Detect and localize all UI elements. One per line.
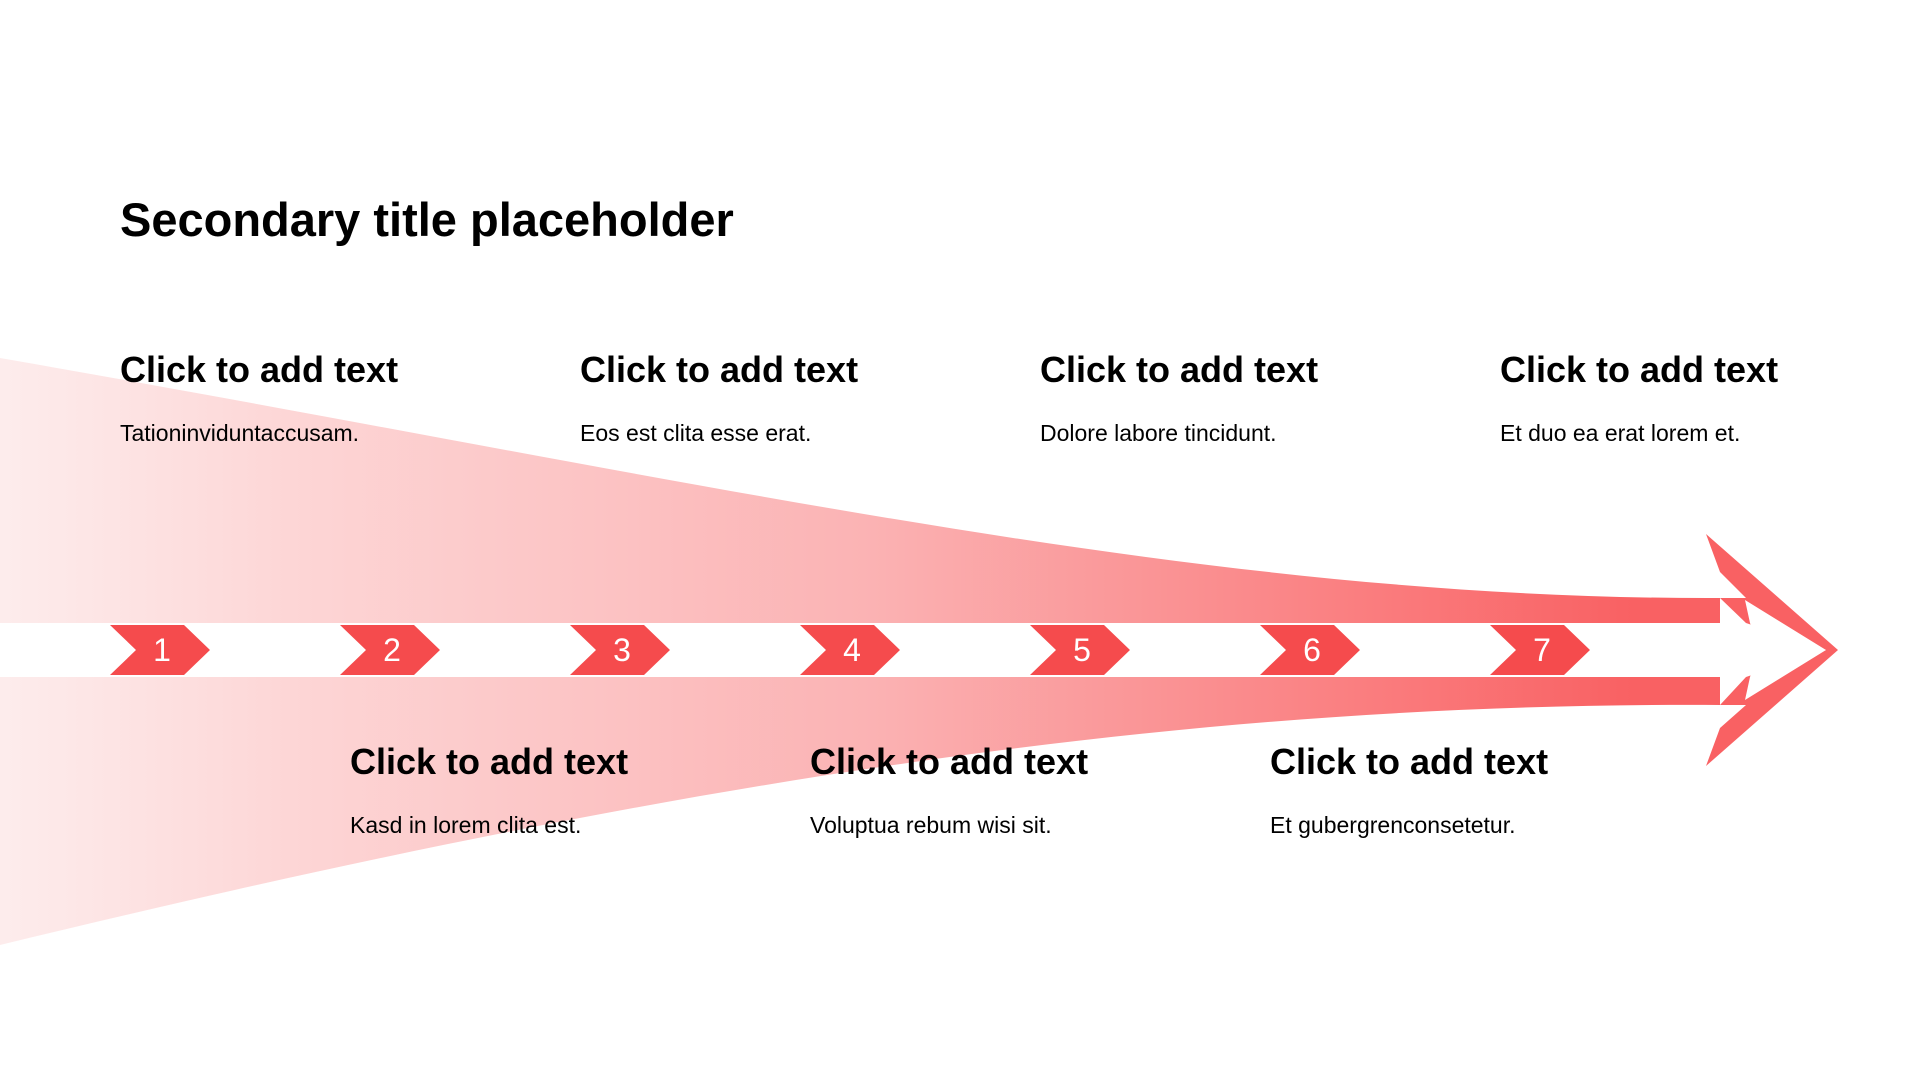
card-body[interactable]: Voluptua rebum wisi sit.: [810, 812, 1052, 838]
arrow-head: [1706, 534, 1838, 766]
card-body[interactable]: Et duo ea erat lorem et.: [1500, 420, 1741, 446]
card-heading[interactable]: Click to add text: [350, 741, 629, 782]
step-chevron-6: [1260, 625, 1360, 675]
step-number-1: 1: [153, 632, 171, 668]
step-number-4: 4: [843, 632, 861, 668]
top-card-4[interactable]: Click to add text Et duo ea erat lorem e…: [1500, 348, 1920, 448]
top-card-2[interactable]: Click to add text Eos est clita esse era…: [580, 348, 1020, 448]
step-chevron-4: [800, 625, 900, 675]
arrow-lower-band: [0, 677, 1720, 945]
step-chevron-5: [1030, 625, 1130, 675]
card-heading[interactable]: Click to add text: [580, 349, 859, 390]
card-body[interactable]: Dolore labore tincidunt.: [1040, 420, 1277, 446]
step-chevron-2: [340, 625, 440, 675]
step-number-2: 2: [383, 632, 401, 668]
step-number-7: 7: [1533, 632, 1551, 668]
step-number-6: 6: [1303, 632, 1321, 668]
step-number-5: 5: [1073, 632, 1091, 668]
arrow-head-inner-cut: [1745, 600, 1826, 700]
top-card-1[interactable]: Click to add text Tationinviduntaccusam.: [120, 348, 560, 448]
step-number-3: 3: [613, 632, 631, 668]
top-card-3[interactable]: Click to add text Dolore labore tincidun…: [1040, 348, 1480, 448]
card-heading[interactable]: Click to add text: [810, 741, 1089, 782]
card-heading[interactable]: Click to add text: [120, 349, 399, 390]
step-chevron-7: [1490, 625, 1590, 675]
card-heading[interactable]: Click to add text: [1270, 741, 1549, 782]
card-body[interactable]: Tationinviduntaccusam.: [120, 420, 360, 446]
bottom-card-2[interactable]: Click to add text Voluptua rebum wisi si…: [810, 740, 1250, 840]
bottom-card-3[interactable]: Click to add text Et gubergrenconsetetur…: [1270, 740, 1710, 840]
page-title[interactable]: Secondary title placeholder: [120, 193, 734, 246]
card-body[interactable]: Kasd in lorem clita est.: [350, 812, 582, 838]
step-chevrons: 1 2 3 4 5 6 7: [110, 625, 1590, 675]
card-body[interactable]: Eos est clita esse erat.: [580, 420, 812, 446]
card-heading[interactable]: Click to add text: [1500, 349, 1779, 390]
step-chevron-1: [110, 625, 210, 675]
arrow-upper-band: [0, 358, 1720, 623]
card-heading[interactable]: Click to add text: [1040, 349, 1319, 390]
card-body[interactable]: Et gubergrenconsetetur.: [1270, 812, 1516, 838]
step-chevron-3: [570, 625, 670, 675]
bottom-card-1[interactable]: Click to add text Kasd in lorem clita es…: [350, 740, 790, 840]
